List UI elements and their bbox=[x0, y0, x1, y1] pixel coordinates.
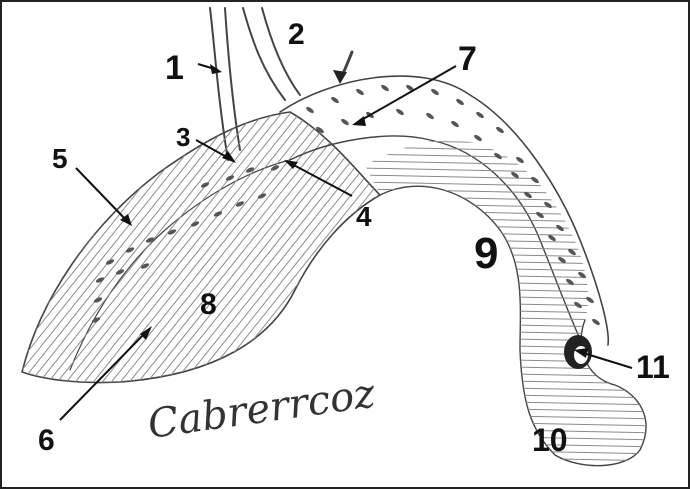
upper-ducts bbox=[210, 8, 300, 160]
label-9: 9 bbox=[474, 229, 498, 278]
label-1: 1 bbox=[165, 49, 184, 87]
label-2: 2 bbox=[288, 18, 305, 51]
label-7: 7 bbox=[458, 40, 477, 78]
label-5: 5 bbox=[52, 143, 68, 174]
label-10: 10 bbox=[532, 422, 568, 458]
signature: Cabrerrcoz bbox=[145, 370, 379, 448]
top-arrow bbox=[333, 52, 352, 84]
label-8: 8 bbox=[200, 288, 217, 321]
label-11: 11 bbox=[636, 349, 670, 385]
label-4: 4 bbox=[356, 201, 372, 232]
label-6: 6 bbox=[38, 424, 55, 457]
leader-arrowheads bbox=[120, 64, 588, 358]
label-3: 3 bbox=[176, 122, 190, 152]
